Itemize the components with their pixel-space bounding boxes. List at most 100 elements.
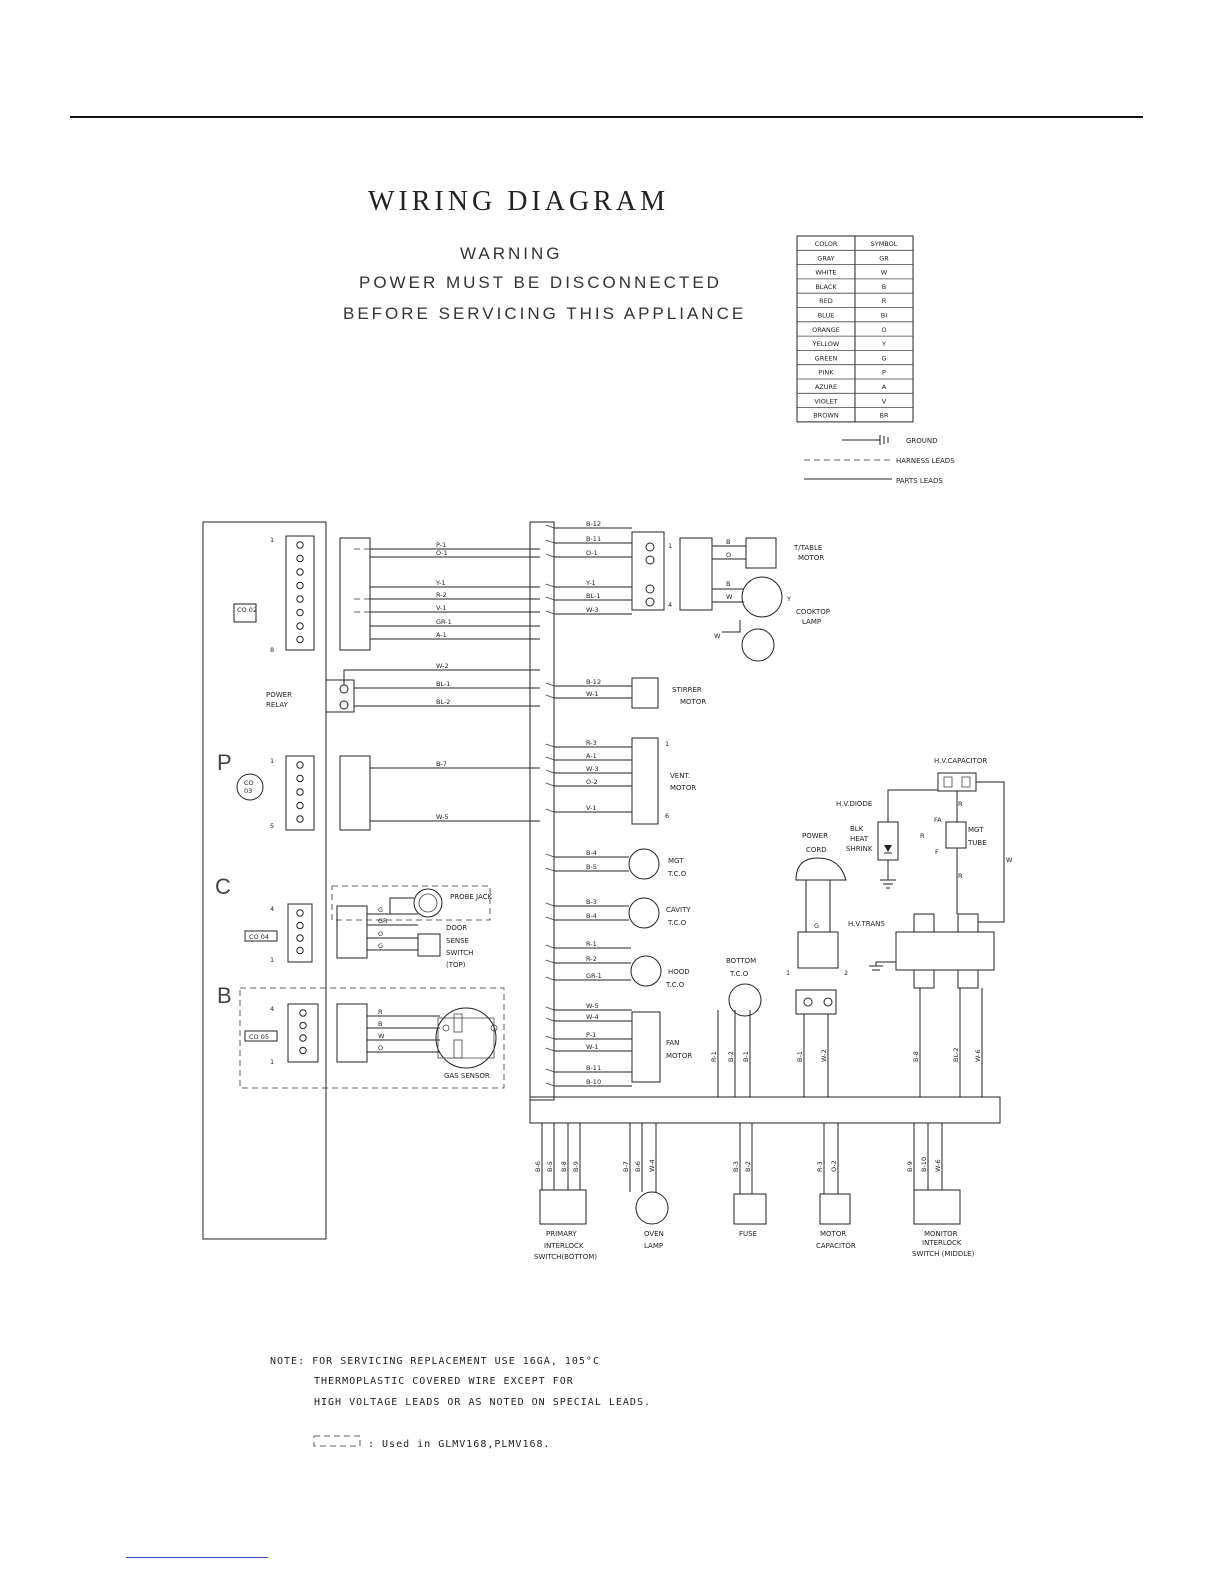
connector-pin xyxy=(296,595,304,603)
wire-label: B-2 xyxy=(727,1051,735,1062)
optional-probe-box xyxy=(331,885,491,921)
cooktop-lamp-label-2: LAMP xyxy=(802,618,821,626)
wire-label: B-4 xyxy=(586,849,597,857)
wire-label: Y-1 xyxy=(585,579,596,587)
wire-label: P-1 xyxy=(436,541,446,549)
primary-interlock-switch: PRIMARY INTERLOCK SWITCH(BOTTOM) xyxy=(534,1189,597,1261)
color-table-color: YELLOW xyxy=(812,340,840,348)
board-letter-c: C xyxy=(215,874,231,899)
svg-text:FA: FA xyxy=(934,816,942,824)
wire-label: B-1 xyxy=(742,1051,750,1062)
ttable-motor-label-2: MOTOR xyxy=(798,554,824,562)
service-note: NOTE: FOR SERVICING REPLACEMENT USE 16GA… xyxy=(270,1356,650,1450)
cooktop-lamp-label: COOKTOP xyxy=(796,608,830,616)
color-table-color: GRAY xyxy=(817,254,834,262)
wire-label: GR-1 xyxy=(436,618,452,626)
wire-label: W-3 xyxy=(586,606,599,614)
wire-label: B-12 xyxy=(586,520,601,528)
wire-label: W-6 xyxy=(974,1049,982,1062)
ttable-cooktop-connector: 1 4 B O T/TABLE MOTOR B W Y COOKTOP LAMP… xyxy=(631,531,830,662)
wire-label: GR xyxy=(378,917,388,925)
wire-label: W-3 xyxy=(586,765,599,773)
color-table-header: COLOR xyxy=(815,240,838,248)
mgt-tco-label-2: T.C.O xyxy=(667,870,687,878)
wire-label: BL-1 xyxy=(436,680,450,688)
fuse-label: FUSE xyxy=(739,1230,757,1238)
power-cord-label: POWER xyxy=(802,832,828,840)
hood-tco: HOOD T.C.O xyxy=(630,955,690,989)
connector-pin xyxy=(299,1046,307,1055)
wire-label: B-5 xyxy=(586,863,597,871)
wire-label: W-4 xyxy=(648,1159,656,1172)
primary-interlock-label: PRIMARY xyxy=(546,1230,577,1238)
legend-harness: HARNESS LEADS xyxy=(896,457,955,465)
monitor-interlock-label-3: SWITCH (MIDDLE) xyxy=(912,1250,975,1258)
color-table-color: BLUE xyxy=(818,312,835,320)
wire-label: B-6 xyxy=(634,1161,642,1172)
color-table-symbol: BI xyxy=(881,312,887,320)
fan-motor-label-2: MOTOR xyxy=(666,1052,692,1060)
wire-label: B-3 xyxy=(586,898,597,906)
connector-pin xyxy=(296,541,304,549)
wire-label: R-2 xyxy=(436,591,447,599)
svg-text:B: B xyxy=(726,538,730,546)
stirrer-motor-label-2: MOTOR xyxy=(680,698,706,706)
svg-text:O: O xyxy=(726,551,731,559)
co05-label: CO 05 xyxy=(249,1033,269,1041)
co03-pin-1: 1 xyxy=(270,757,274,765)
connector-pin xyxy=(296,622,304,630)
wire-label: B-9 xyxy=(572,1161,580,1172)
control-board: P C B CO 02 1 8 POWER RELAY CO 03 1 5 xyxy=(202,521,355,1240)
wire-label: GR-1 xyxy=(586,972,602,980)
connector-pin xyxy=(296,554,304,563)
connector-pin xyxy=(296,635,304,644)
svg-text:6: 6 xyxy=(665,812,669,820)
mgt-tco-label: MGT xyxy=(668,857,684,865)
primary-interlock-label-3: SWITCH(BOTTOM) xyxy=(534,1253,597,1261)
motor-capacitor: MOTOR CAPACITOR xyxy=(816,1193,856,1250)
co04-harness-plug xyxy=(336,905,368,959)
door-sense-label-4: (TOP) xyxy=(446,961,466,969)
cavity-tco: CAVITY T.C.O xyxy=(628,897,691,929)
heat-shrink-label-3: SHRINK xyxy=(846,845,873,853)
bottom-tco-label: BOTTOM xyxy=(726,957,756,965)
oven-lamp: OVEN LAMP xyxy=(635,1191,669,1250)
wire-label: P-1 xyxy=(586,1031,596,1039)
wire-label: B-3 xyxy=(732,1161,740,1172)
header-rule xyxy=(70,116,1143,118)
color-table-color: BROWN xyxy=(813,412,839,420)
right-wire-group: B-12B-11O-1Y-1BL-1W-3B-12W-1R-3A-1W-3O-2… xyxy=(545,520,632,1087)
wire-label: A-1 xyxy=(436,631,447,639)
monitor-interlock-switch: MONITOR INTERLOCK SWITCH (MIDDLE) xyxy=(912,1189,975,1258)
wire-label: B-8 xyxy=(560,1161,568,1172)
connector-pin xyxy=(296,921,304,930)
stirrer-motor: STIRRER MOTOR xyxy=(631,677,706,709)
hv-capacitor-label: H.V.CAPACITOR xyxy=(934,757,987,765)
wire-label: BL-1 xyxy=(586,592,600,600)
wire-label: G xyxy=(378,906,383,914)
wire-label: W-5 xyxy=(436,813,449,821)
main-harness-bus xyxy=(529,521,555,1101)
svg-text:R: R xyxy=(958,872,963,880)
svg-text:G: G xyxy=(814,922,819,930)
heat-shrink-label-2: HEAT xyxy=(850,835,869,843)
board-letter-b: B xyxy=(217,983,232,1008)
wire-label: B-9 xyxy=(906,1161,914,1172)
power-relay-label: POWER xyxy=(266,691,292,699)
wire-label: R-2 xyxy=(586,955,597,963)
color-table-color: ORANGE xyxy=(812,326,840,334)
wire-label: R-1 xyxy=(586,940,597,948)
svg-text:B: B xyxy=(726,580,730,588)
hv-diode-label: H.V.DIODE xyxy=(836,800,872,808)
connector-pin xyxy=(296,946,304,955)
wire-label: W-1 xyxy=(586,1043,599,1051)
svg-text:1: 1 xyxy=(668,542,672,550)
fan-motor-label: FAN xyxy=(666,1039,679,1047)
fan-motor: FAN MOTOR xyxy=(631,1011,692,1083)
color-table-color: VIOLET xyxy=(814,397,837,405)
footer-link-underline[interactable] xyxy=(126,1557,268,1558)
bottom-harness-bus xyxy=(529,1096,1001,1124)
diagram-title: WIRING DIAGRAM xyxy=(368,186,669,217)
vent-motor-label-2: MOTOR xyxy=(670,784,696,792)
